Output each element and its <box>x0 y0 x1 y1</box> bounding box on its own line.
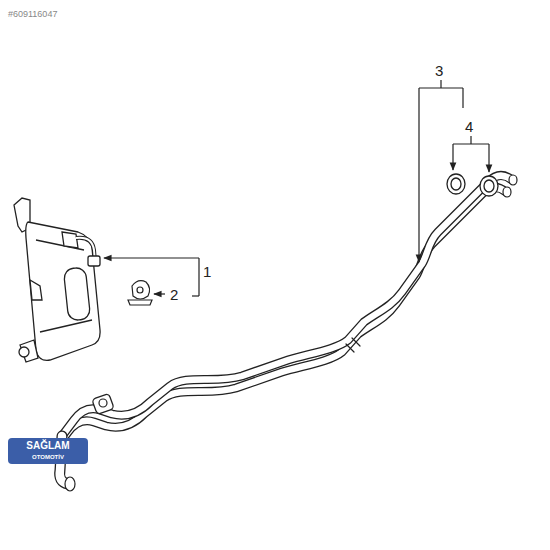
cooler-lines <box>56 175 517 491</box>
callout-number: 1 <box>203 264 211 279</box>
logo-badge <box>8 438 88 464</box>
oil-cooler <box>14 198 100 362</box>
leader-lines <box>104 80 489 296</box>
logo-text: SAĞLAM <box>26 441 69 451</box>
logo-text: OTOMOTİV <box>32 454 64 460</box>
watermark: #609116047 <box>8 10 57 19</box>
callout-number: 3 <box>435 63 443 78</box>
callout-number: 2 <box>170 287 178 302</box>
callout-number: 4 <box>465 119 473 134</box>
hose-clip <box>128 281 152 305</box>
seal-rings <box>447 174 498 196</box>
